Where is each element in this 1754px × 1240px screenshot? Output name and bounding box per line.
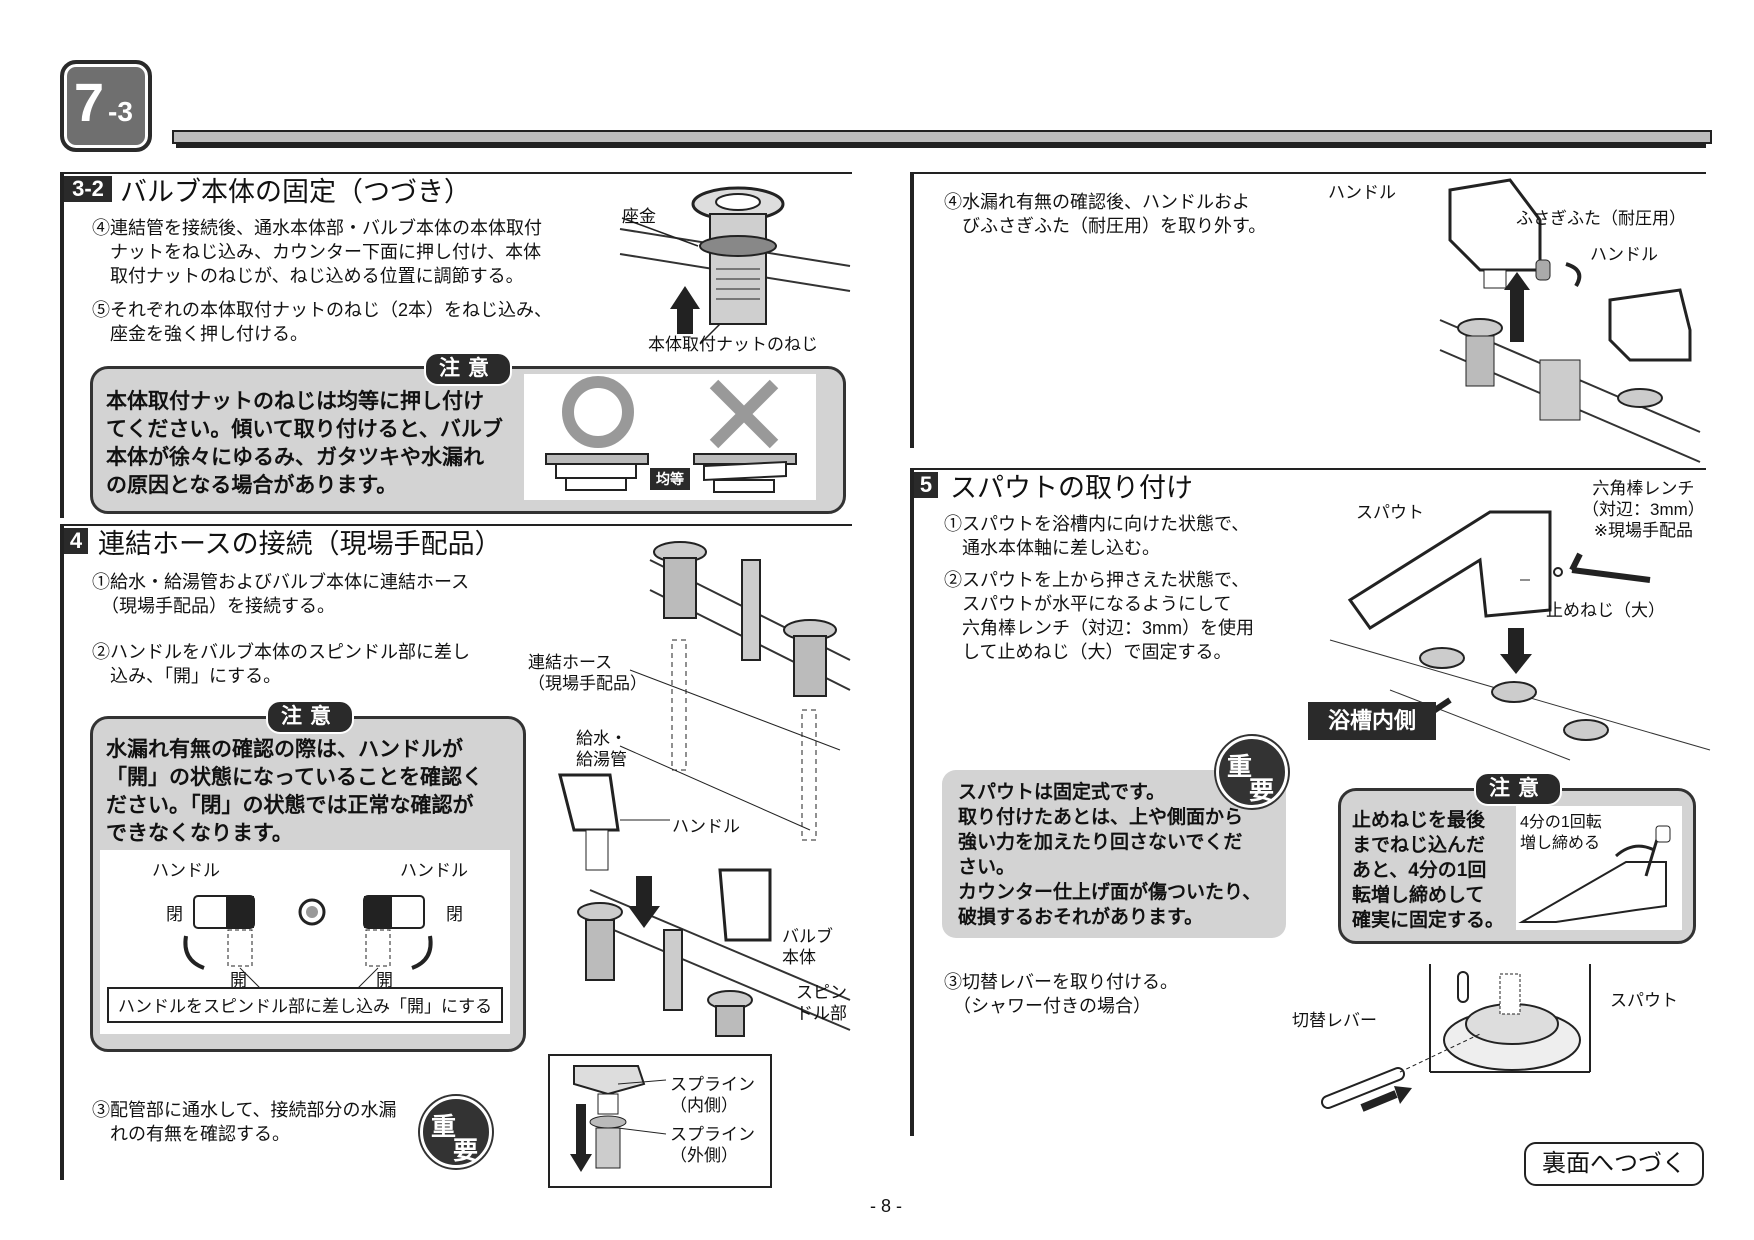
section-title: バルブ本体の固定（つづき）	[120, 177, 471, 207]
important-text: スパウトは固定式です。 取り付けたあとは、上や側面から 強い力を加えたり回さない…	[958, 782, 1262, 928]
section-number: 4	[64, 528, 88, 554]
page-number: - 8 -	[869, 1196, 902, 1216]
section-title: スパウトの取り付け	[950, 473, 1193, 503]
important-char-2: 要	[453, 1137, 479, 1165]
important-char-1: 重	[431, 1113, 457, 1141]
caution-text: 水漏れ有無の確認の際は、ハンドルが 「開」の状態になっていることを確認く ださい…	[106, 738, 483, 845]
label-handle-right: ハンドル	[400, 861, 468, 880]
step-badge: 7 -3	[60, 60, 152, 152]
label-lever: 切替レバー	[1292, 1011, 1377, 1030]
important-badge: 重 要	[1216, 736, 1288, 808]
caution-text: 止めねじを最後 までねじ込んだ あと、4分の1回 転増し締めして 確実に固定する…	[1352, 810, 1505, 931]
step-5-text: ⑤それぞれの本体取付ナットのねじ（2本）をねじ込み、 座金を強く押し付ける。	[92, 300, 553, 344]
tub-side-label: 浴槽内側	[1308, 702, 1436, 740]
quarter-turn-illustration	[1518, 825, 1671, 923]
caution-text: 本体取付ナットのねじは均等に押し付け てください。傾いて取り付けると、バルブ 本…	[106, 390, 503, 497]
step-4-text: ④連結管を接続後、通水本体部・バルブ本体の本体取付 ナットをねじ込み、カウンター…	[92, 218, 542, 286]
label-supply-pipe: 給水・ 給湯管	[576, 729, 627, 769]
header-rule	[172, 130, 1712, 144]
section-rule	[910, 468, 1706, 470]
step-1-text: ①スパウトを浴槽内に向けた状態で、 通水本体軸に差し込む。	[944, 514, 1250, 558]
label-spindle: スピン ドル部	[796, 983, 847, 1023]
header-rule-shadow	[176, 144, 1706, 148]
section-title: 連結ホースの接続（現場手配品）	[98, 529, 502, 559]
label-spout: スパウト	[1356, 503, 1424, 522]
continue-label: 裏面へつづく	[1524, 1142, 1704, 1186]
lever-installation-illustration	[1321, 964, 1591, 1112]
spout-installation-illustration	[1329, 510, 1711, 761]
caution-tab: 注意	[424, 352, 512, 386]
important-char-2: 要	[1249, 777, 1275, 805]
handle-removal-illustration	[1439, 178, 1701, 463]
important-badge: 重 要	[420, 1096, 492, 1168]
step-3-text: ③配管部に通水して、接続部分の水漏 れの有無を確認する。	[92, 1100, 397, 1144]
section-number: 5	[914, 472, 938, 498]
label-cap: ふさぎふた（耐圧用）	[1516, 209, 1686, 228]
label-handle-2: ハンドル	[1590, 245, 1658, 264]
label-setscrew: 止めねじ（大）	[1546, 601, 1665, 620]
label-washer: 座金	[622, 207, 656, 226]
label-hose: 連結ホース （現場手配品）	[528, 653, 647, 693]
step-1-text: ①給水・給湯管およびバルブ本体に連結ホース （現場手配品）を接続する。	[92, 572, 470, 616]
section-rule	[60, 172, 852, 174]
label-wrench: 六角棒レンチ （対辺：3mm） ※現場手配品	[1582, 479, 1705, 540]
even-label: 均等	[650, 468, 690, 490]
step-2-text: ②スパウトを上から押さえた状態で、 スパウトが水平になるようにして 六角棒レンチ…	[944, 570, 1254, 662]
spline-detail-illustration	[570, 1065, 667, 1172]
section-rule-vertical	[60, 524, 64, 1180]
step-2-text: ②ハンドルをバルブ本体のスピンドル部に差し 込み、「開」にする。	[92, 642, 470, 686]
caution-tab: 注意	[266, 700, 354, 734]
section-rule-vertical	[60, 172, 64, 518]
step-sub-number: -3	[108, 96, 133, 127]
important-char-1: 重	[1227, 753, 1253, 781]
step-3-text: ③切替レバーを取り付ける。 （シャワー付きの場合）	[944, 972, 1178, 1016]
handle-caption: ハンドルをスピンドル部に差し込み「開」にする	[118, 997, 493, 1016]
label-spline-inner: スプライン （内側）	[670, 1075, 755, 1115]
caution-tab: 注意	[1474, 772, 1562, 806]
section-rule-vertical	[910, 468, 914, 1136]
label-spline-outer: スプライン （外側）	[670, 1125, 755, 1165]
label-handle: ハンドル	[672, 817, 740, 836]
section-rule	[60, 524, 852, 526]
label-close-left: 閉	[166, 905, 183, 924]
label-valve-body: バルブ 本体	[782, 927, 833, 967]
section-rule-vertical	[910, 172, 914, 448]
quarter-turn-label: 4分の1回転 増し締める	[1520, 814, 1602, 852]
label-handle-left: ハンドル	[152, 861, 220, 880]
label-open-left: 開	[230, 971, 247, 990]
label-open-right: 開	[376, 971, 393, 990]
valve-washer-illustration	[619, 186, 851, 345]
label-handle-1: ハンドル	[1328, 183, 1396, 202]
step-main-number: 7	[74, 73, 105, 133]
label-body-nut: 本体取付ナットのねじ	[648, 335, 818, 354]
section-rule	[910, 172, 1706, 174]
step-4-remove-text: ④水漏れ有無の確認後、ハンドルおよ びふさぎふた（耐圧用）を取り外す。	[944, 192, 1267, 236]
hose-connection-illustration	[558, 541, 851, 1037]
handle-open-diagram	[107, 895, 503, 1023]
label-close-right: 閉	[446, 905, 463, 924]
section-number: 3-2	[64, 176, 112, 202]
label-spout-2: スパウト	[1610, 991, 1678, 1010]
good-bad-illustration	[545, 376, 797, 493]
